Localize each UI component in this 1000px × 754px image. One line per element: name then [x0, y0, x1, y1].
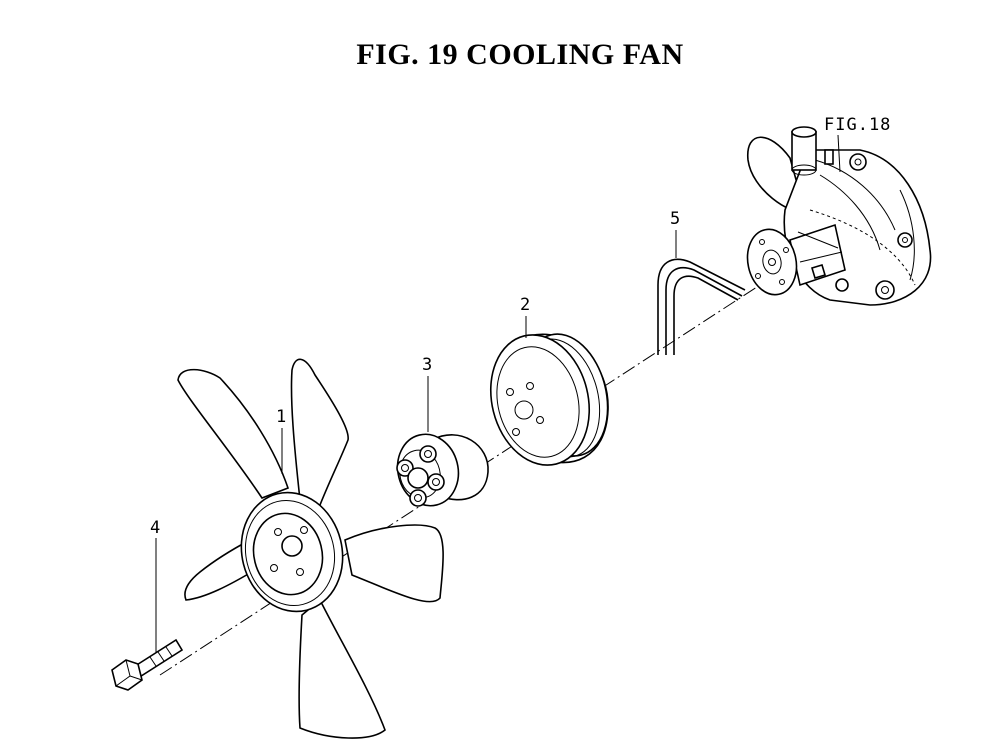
- callout-5: 5: [670, 209, 680, 229]
- water-pump: FIG.18: [746, 115, 932, 306]
- callout-4: 4: [150, 518, 160, 538]
- callout-2: 2: [520, 295, 530, 315]
- spacer: 3: [396, 355, 489, 507]
- callout-1: 1: [276, 407, 286, 427]
- pulley: 2: [489, 295, 609, 466]
- bolt: 4: [111, 518, 184, 691]
- callout-3: 3: [422, 355, 432, 375]
- v-belt: 5: [657, 209, 746, 355]
- reference-fig18: FIG.18: [824, 115, 891, 135]
- figure-title: FIG. 19 COOLING FAN: [356, 38, 684, 71]
- fan: 1: [177, 358, 444, 739]
